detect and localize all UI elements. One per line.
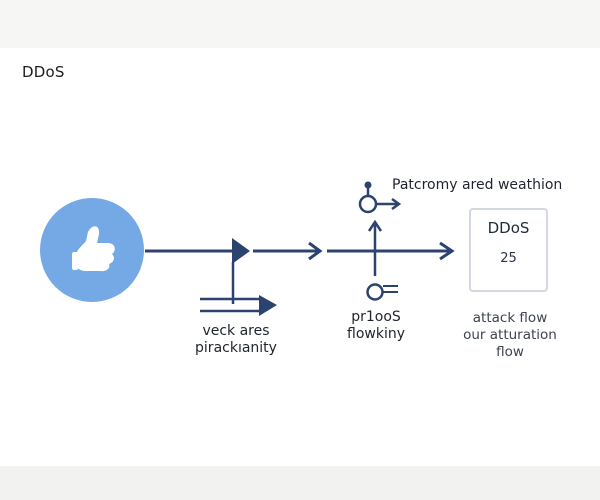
left-label: veck ares pirackıanity	[188, 323, 284, 357]
bottom-node-circle	[366, 283, 384, 301]
right-label: attack flow our atturation flow	[455, 310, 565, 361]
vertical-up-arrow-head	[367, 219, 383, 232]
right-label-line3: flow	[496, 344, 524, 360]
middle-label-line1: pr1ooS	[351, 309, 401, 325]
right-label-line1: attack flow	[472, 310, 548, 326]
left-label-line1: veck ares	[202, 323, 270, 339]
main-arrow-3-head	[439, 241, 455, 261]
left-label-line2: pirackıanity	[195, 340, 277, 356]
bottom-band	[0, 466, 600, 500]
diagram-title: DDoS	[22, 63, 65, 81]
top-node-dot	[364, 181, 372, 189]
middle-label-line2: flowkiny	[347, 326, 405, 342]
top-node-arrow-head	[391, 197, 402, 211]
top-band	[0, 0, 600, 48]
main-arrow-2-head	[308, 241, 323, 261]
right-label-line2: our atturation	[463, 327, 557, 343]
card-title: DDoS	[487, 219, 530, 237]
main-arrow-1-head	[232, 238, 250, 264]
ddos-card: DDoS 25	[469, 208, 548, 292]
top-node-circle	[358, 194, 378, 214]
card-value: 25	[500, 251, 517, 266]
top-node-label: Patcromy ared weathion	[392, 177, 563, 193]
thumbs-up-icon	[72, 226, 115, 272]
branch-arrow-head	[259, 295, 277, 316]
middle-label: pr1ooS flowkiny	[338, 309, 414, 343]
